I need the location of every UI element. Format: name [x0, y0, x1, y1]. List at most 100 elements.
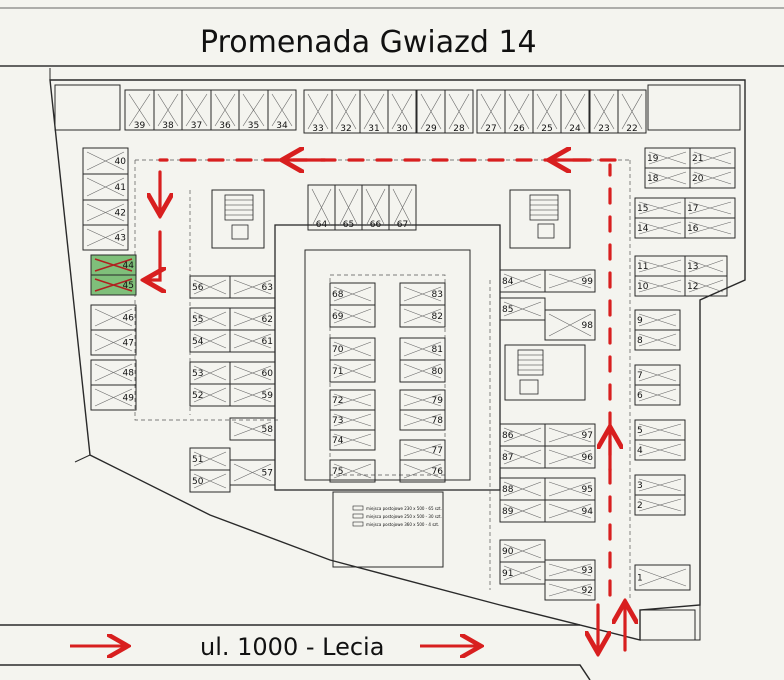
- spot-cross: [648, 151, 687, 165]
- parking-spot-8: 8: [634, 329, 681, 351]
- spot-cross: [638, 388, 677, 402]
- spot-cross: [638, 279, 682, 293]
- spot-number: 74: [332, 436, 344, 446]
- traffic-route: [147, 160, 625, 650]
- spot-box: [399, 459, 446, 483]
- spot-box: [544, 499, 596, 523]
- spot-number: 62: [262, 315, 273, 325]
- spot-cross: [311, 188, 332, 227]
- spot-number: 66: [370, 220, 382, 230]
- spot-cross: [193, 333, 227, 349]
- spot-box: [617, 89, 647, 134]
- spot-cross: [94, 333, 133, 352]
- spot-cross: [638, 498, 682, 512]
- spot-number: 75: [332, 467, 343, 477]
- spot-box: [399, 304, 446, 328]
- spot-number: 31: [368, 124, 379, 134]
- spot-number: 83: [432, 290, 443, 300]
- spot-box: [684, 275, 728, 297]
- spot-cross: [193, 451, 227, 467]
- spot-cross: [536, 93, 558, 130]
- spot-number: 12: [687, 282, 698, 292]
- spot-number: 40: [115, 157, 127, 167]
- spot-number: 37: [191, 121, 202, 131]
- spot-number: 88: [502, 485, 514, 495]
- spot-box: [544, 309, 596, 341]
- central-block: [274, 224, 501, 491]
- parking-spot-73: 73: [329, 409, 376, 431]
- spot-number: 38: [162, 121, 174, 131]
- parking-spot-12: 12: [684, 275, 728, 297]
- spot-number: 15: [637, 204, 648, 214]
- spot-box: [229, 383, 276, 407]
- spot-cross: [335, 93, 357, 130]
- spot-box: [499, 297, 546, 321]
- spot-cross: [638, 368, 677, 382]
- spot-box: [387, 89, 417, 134]
- spot-number: 89: [502, 507, 514, 517]
- parking-spot-59: 59: [229, 383, 276, 407]
- spot-box: [684, 217, 736, 239]
- parking-spot-76: 76: [399, 459, 446, 483]
- spot-number: 11: [637, 262, 648, 272]
- spot-number: 49: [123, 394, 135, 404]
- spot-cross: [480, 93, 502, 130]
- spot-cross: [420, 93, 442, 130]
- spot-cross: [403, 363, 442, 379]
- legend-row-3: miejsca postojowe 360 x 500 - 4 szt.: [366, 522, 439, 527]
- spot-cross: [503, 565, 542, 581]
- spot-number: 22: [626, 124, 637, 134]
- spot-cross: [638, 568, 687, 587]
- parking-spot-96: 96: [544, 445, 596, 469]
- spot-cross: [638, 221, 682, 235]
- parking-spot-75: 75: [329, 459, 376, 483]
- spot-number: 32: [340, 124, 351, 134]
- spot-cross: [403, 308, 442, 324]
- spot-number: 80: [432, 367, 444, 377]
- spot-number: 14: [637, 224, 649, 234]
- spot-box: [267, 89, 297, 131]
- spot-number: 86: [502, 431, 514, 441]
- spot-cross: [128, 93, 151, 127]
- parking-spot-85: 85: [499, 297, 546, 321]
- stair-core-right: [509, 189, 571, 249]
- parking-spot-47: 47: [90, 329, 137, 356]
- spot-number: 71: [332, 367, 343, 377]
- spot-number: 61: [262, 337, 273, 347]
- spot-cross: [503, 449, 542, 465]
- parking-spot-69: 69: [329, 304, 376, 328]
- spot-box: [90, 329, 137, 356]
- spot-cross: [338, 188, 359, 227]
- spot-number: 42: [115, 209, 126, 219]
- spot-number: 70: [332, 345, 344, 355]
- spot-number: 6: [637, 391, 643, 401]
- spot-number: 51: [192, 455, 203, 465]
- spot-cross: [307, 93, 329, 130]
- spot-cross: [638, 443, 682, 457]
- spot-cross: [214, 93, 236, 127]
- spot-number: 41: [115, 183, 126, 193]
- spot-box: [399, 359, 446, 383]
- spot-cross: [638, 201, 682, 215]
- spot-number: 18: [647, 174, 659, 184]
- spot-cross: [503, 503, 542, 519]
- spot-box: [329, 459, 376, 483]
- spot-box: [544, 269, 596, 293]
- spot-number: 30: [396, 124, 408, 134]
- spot-cross: [233, 421, 272, 437]
- spot-number: 35: [248, 121, 259, 131]
- spot-cross: [548, 427, 592, 443]
- spot-cross: [333, 413, 372, 427]
- spot-number: 81: [432, 345, 443, 355]
- spot-cross: [403, 413, 442, 427]
- spot-cross: [157, 93, 179, 127]
- parking-spot-71: 71: [329, 359, 376, 383]
- spot-cross: [333, 363, 372, 379]
- spot-number: 21: [692, 154, 703, 164]
- spot-box: [229, 275, 276, 299]
- spot-number: 87: [502, 453, 513, 463]
- spot-cross: [391, 93, 413, 130]
- spot-number: 17: [687, 204, 698, 214]
